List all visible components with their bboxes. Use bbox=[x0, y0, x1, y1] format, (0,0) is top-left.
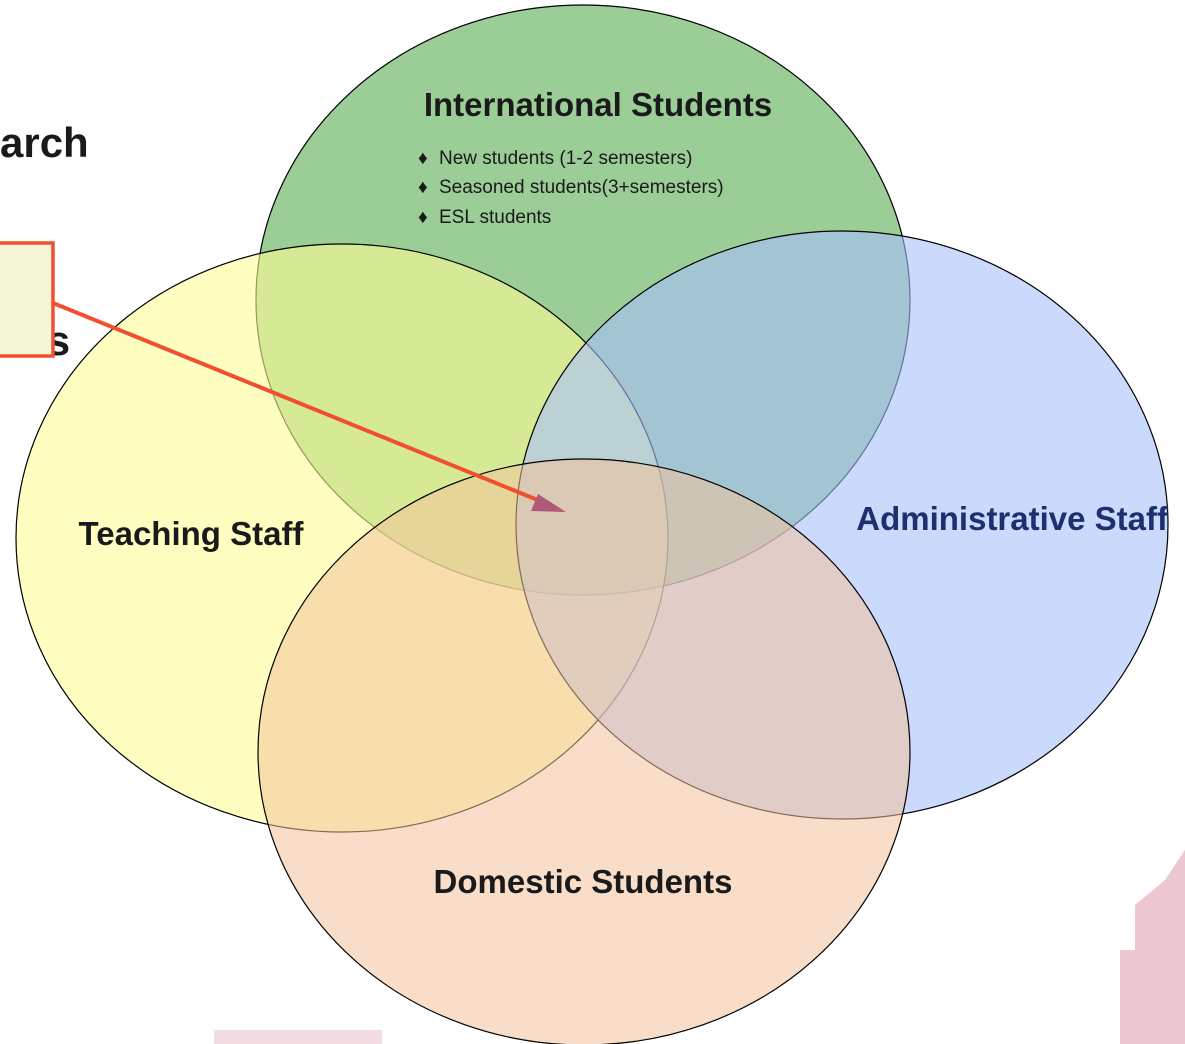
label-administrative-staff: Administrative Staff bbox=[856, 500, 1169, 537]
label-international-students: International Students bbox=[424, 86, 772, 123]
diamond-bullet-icon: ♦ bbox=[418, 148, 428, 169]
title-line-1: arch bbox=[0, 119, 89, 166]
callout-arrow-line bbox=[52, 301, 546, 505]
callout-box bbox=[0, 241, 55, 358]
circle-domestic-students bbox=[257, 458, 911, 1044]
bullet-item: ♦ ESL students bbox=[418, 207, 551, 228]
arrowhead-icon bbox=[531, 494, 566, 512]
bullet-item: ♦ Seasoned students(3+semesters) bbox=[418, 177, 724, 198]
diamond-bullet-icon: ♦ bbox=[418, 177, 428, 198]
label-domestic-students: Domestic Students bbox=[434, 863, 733, 900]
bullet-item: ♦ New students (1-2 semesters) bbox=[418, 148, 692, 169]
label-teaching-staff: Teaching Staff bbox=[79, 515, 305, 552]
diamond-bullet-icon: ♦ bbox=[418, 207, 428, 228]
watermark-building bbox=[214, 850, 1185, 1044]
